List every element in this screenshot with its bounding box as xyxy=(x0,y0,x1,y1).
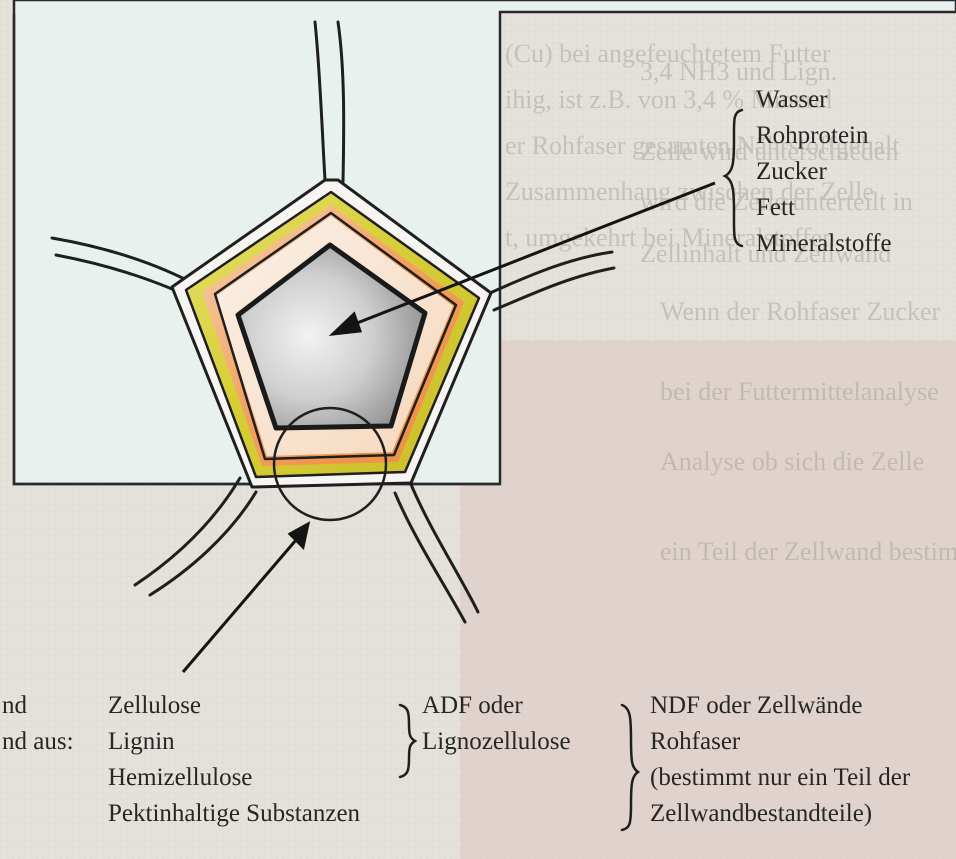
background-text-line: bei der Futtermittelanalyse xyxy=(660,377,939,406)
background-text-line: Analyse ob sich die Zelle xyxy=(660,447,924,476)
label-zellwandbestandteile: Zellwandbestandteile) xyxy=(650,796,872,832)
label-zucker: Zucker xyxy=(756,154,827,190)
background-text-line: Wenn der Rohfaser Zucker xyxy=(660,297,941,326)
label-adf: ADF oder xyxy=(422,688,523,724)
background-text-line: ein Teil der Zellwand bestimmt xyxy=(660,537,956,566)
label-pektinhaltige-substanzen: Pektinhaltige Substanzen xyxy=(108,796,360,832)
intro-line-2: nd aus: xyxy=(2,724,74,760)
label-lignozellulose: Lignozellulose xyxy=(422,724,571,760)
label-hemizellulose: Hemizellulose xyxy=(108,760,252,796)
label-fett: Fett xyxy=(756,190,795,226)
label-rohfaser: Rohfaser xyxy=(650,724,740,760)
label-wasser: Wasser xyxy=(756,82,828,118)
label-rohprotein: Rohprotein xyxy=(756,118,869,154)
label-mineralstoffe: Mineralstoffe xyxy=(756,226,892,262)
intro-line-1: nd xyxy=(2,688,27,724)
label-zellulose: Zellulose xyxy=(108,688,201,724)
label-lignin: Lignin xyxy=(108,724,175,760)
label-bestimmt: (bestimmt nur ein Teil der xyxy=(650,760,910,796)
label-ndf: NDF oder Zellwände xyxy=(650,688,862,724)
